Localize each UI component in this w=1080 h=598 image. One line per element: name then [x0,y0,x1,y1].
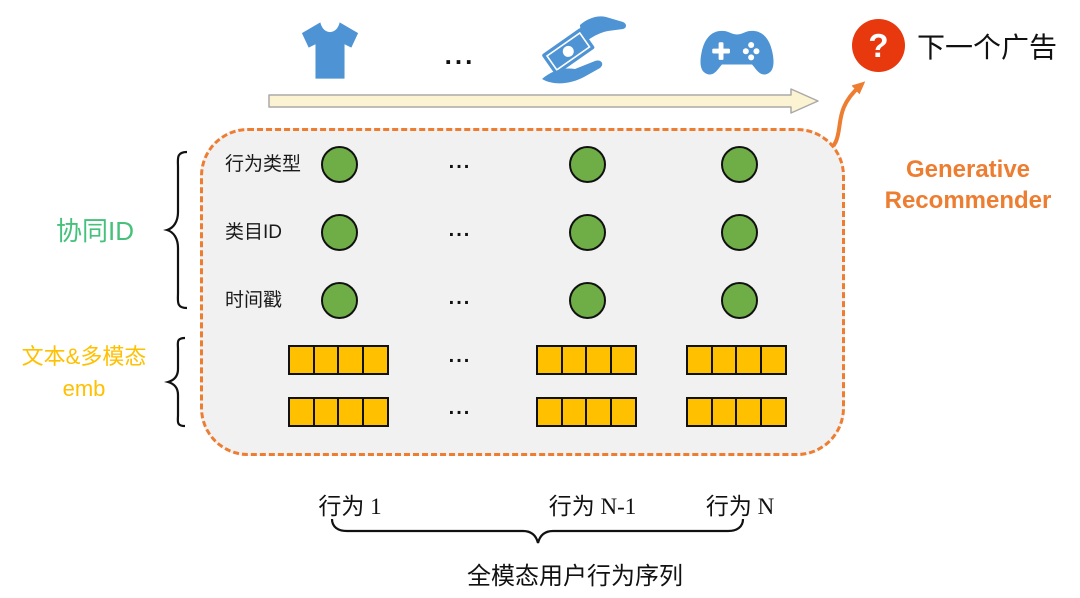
tshirt-icon [301,22,359,79]
embedding-cell [312,397,340,427]
embedding-cell [759,345,787,375]
behavior-1-label: 行为 1 [318,494,382,519]
recommender-line: Recommender [884,187,1052,215]
gamepad-icon [700,30,774,75]
sequence-underbrace [330,518,745,544]
embedding-bar [686,397,787,427]
embedding-bar [536,345,637,375]
ellipsis-row: ... [448,345,472,367]
embedding-cell [759,397,787,427]
embedding-cell [710,345,738,375]
embedding-cell [536,345,563,375]
embedding-cell [609,397,637,427]
ellipsis-row: ... [448,151,472,173]
id-circle [721,146,758,183]
embedding-cell [609,345,637,375]
behavior-n-label: 行为 N [705,494,775,519]
generative-line: Generative [905,156,1031,183]
next-ad-label: 下一个广告 [917,32,1058,63]
embedding-cell [288,397,315,427]
id-circle [569,282,606,319]
embedding-cell [337,397,364,427]
multimodal-emb-line2: emb [62,375,106,401]
embedding-cell [585,397,612,427]
behavior-sequence-box: 行为类型 类目ID 时间戳 ... ... ... ... ... [200,128,845,456]
row-label-behavior-type: 行为类型 [225,154,302,175]
generative-recommender-label: Generative Recommender [868,154,1068,216]
row-label-timestamp: 时间戳 [225,290,283,311]
question-mark: ? [868,27,889,64]
question-badge: ? [852,19,905,72]
embedding-cell [686,345,713,375]
embedding-bar [536,397,637,427]
id-circle [321,282,358,319]
id-circle [721,214,758,251]
embedding-cell [585,345,612,375]
embedding-bar [686,345,787,375]
collaborative-id-brace [163,150,188,310]
collaborative-id-label: 协同ID [55,216,134,246]
embedding-cell [361,345,389,375]
timeline-arrow [268,88,819,114]
multimodal-emb-line1: 文本&多模态 [21,344,147,369]
id-circle [569,146,606,183]
embedding-cell [337,345,364,375]
ellipsis-row: ... [448,287,472,309]
id-circle [321,146,358,183]
row-label-category-id: 类目ID [225,222,283,243]
embedding-cell [361,397,389,427]
multimodal-emb-brace [164,336,186,428]
id-circle [721,282,758,319]
sequence-caption: 全模态用户行为序列 [467,564,683,590]
multimodal-emb-label: 文本&多模态 emb [0,341,168,405]
embedding-cell [288,345,315,375]
embedding-cell [312,345,340,375]
embedding-cell [710,397,738,427]
id-circle [321,214,358,251]
payment-hand-icon [542,16,626,84]
embedding-cell [536,397,563,427]
ellipsis-row: ... [448,397,472,419]
id-circle [569,214,606,251]
ellipsis-row: ... [448,219,472,241]
embedding-cell [560,397,588,427]
embedding-cell [560,345,588,375]
embedding-cell [686,397,713,427]
embedding-bar [288,345,389,375]
behavior-n-1-label: 行为 N-1 [548,494,637,519]
embedding-cell [735,345,762,375]
embedding-bar [288,397,389,427]
ellipsis-top: ... [444,40,476,70]
embedding-cell [735,397,762,427]
